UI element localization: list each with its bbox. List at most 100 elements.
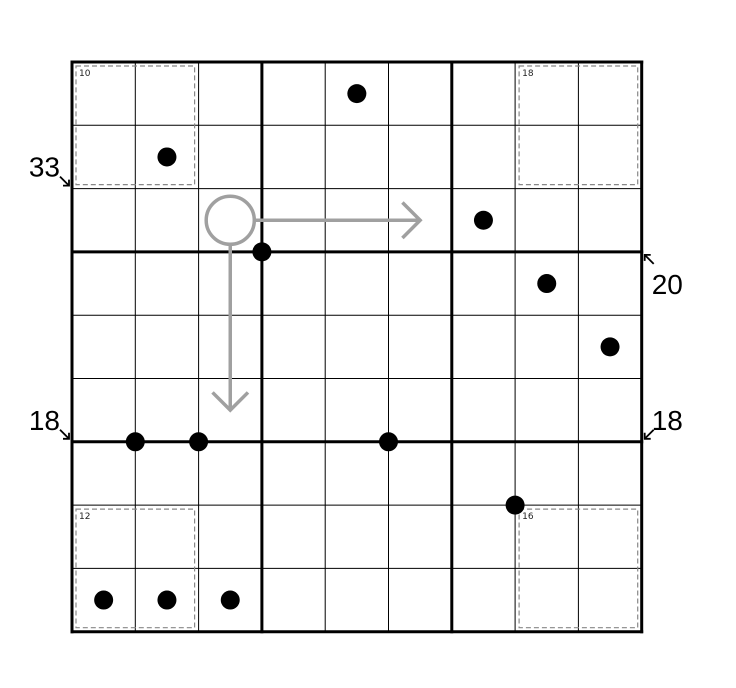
cell-r9c9[interactable] — [578, 568, 642, 632]
cell-r3c8[interactable] — [515, 188, 579, 252]
cell-r8c9[interactable] — [578, 505, 642, 569]
cell-r9c6[interactable] — [388, 568, 452, 632]
cell-r1c2[interactable] — [135, 62, 199, 126]
arrow-head-icon — [401, 201, 423, 240]
cell-r8c7[interactable] — [451, 505, 516, 569]
cell-r5c4[interactable] — [261, 315, 326, 379]
cell-r8c3[interactable] — [198, 505, 262, 569]
cell-r8c5[interactable] — [325, 505, 389, 569]
cell-r5c8[interactable] — [515, 315, 579, 379]
cell-r2c6[interactable] — [388, 125, 452, 189]
cell-r9c5[interactable] — [325, 568, 389, 632]
cell-r3c1[interactable] — [72, 188, 136, 252]
cell-r3c3[interactable] — [198, 188, 262, 252]
cell-r1c1[interactable] — [72, 62, 136, 126]
cell-r4c1[interactable] — [72, 251, 136, 316]
cell-r7c4[interactable] — [261, 441, 326, 506]
clue-arrowhead-icon — [63, 179, 70, 187]
cell-r6c4[interactable] — [261, 378, 326, 442]
cell-r8c8[interactable] — [515, 505, 579, 569]
cell-r2c3[interactable] — [198, 125, 262, 189]
cell-r6c7[interactable] — [451, 378, 516, 442]
cell-r7c1[interactable] — [72, 441, 136, 506]
cell-r4c5[interactable] — [325, 251, 389, 316]
cell-r2c4[interactable] — [261, 125, 326, 189]
cell-r1c8[interactable] — [515, 62, 579, 126]
cell-r1c7[interactable] — [451, 62, 516, 126]
cell-r6c1[interactable] — [72, 378, 136, 442]
outside-clue-label: 33 — [29, 152, 60, 183]
cell-r2c9[interactable] — [578, 125, 642, 189]
cell-r4c6[interactable] — [388, 251, 452, 316]
cell-r7c7[interactable] — [451, 441, 516, 506]
black-dot — [537, 274, 557, 294]
outside-clue-label: 18 — [652, 405, 683, 436]
cell-r8c6[interactable] — [388, 505, 452, 569]
cell-r5c1[interactable] — [72, 315, 136, 379]
cell-r9c4[interactable] — [261, 568, 326, 632]
black-dot — [189, 432, 209, 452]
clue-arrow-icon — [644, 429, 655, 440]
clue-arrow-icon — [644, 254, 655, 265]
killer-cage — [518, 508, 639, 629]
cell-r7c2[interactable] — [135, 441, 199, 506]
clue-arrowhead-icon — [643, 432, 651, 440]
black-dot — [157, 590, 177, 610]
cell-r4c7[interactable] — [451, 251, 516, 316]
cell-r6c9[interactable] — [578, 378, 642, 442]
cell-r4c2[interactable] — [135, 251, 199, 316]
cell-r8c4[interactable] — [261, 505, 326, 569]
cell-r2c1[interactable] — [72, 125, 136, 189]
cell-r3c9[interactable] — [578, 188, 642, 252]
cell-r7c3[interactable] — [198, 441, 262, 506]
cell-r1c4[interactable] — [261, 62, 326, 126]
black-dot — [220, 590, 240, 610]
black-dot — [157, 147, 177, 167]
cell-r7c8[interactable] — [515, 441, 579, 506]
thin-grid-lines — [72, 62, 642, 632]
cage-sum-label: 16 — [522, 512, 534, 522]
cell-r6c8[interactable] — [515, 378, 579, 442]
black-dot — [473, 210, 493, 230]
arrow-head-icon — [211, 391, 250, 413]
cell-r6c2[interactable] — [135, 378, 199, 442]
killer-cage — [518, 65, 639, 186]
cell-r4c4[interactable] — [261, 251, 326, 316]
kropki-dots — [94, 84, 620, 610]
cell-r7c9[interactable] — [578, 441, 642, 506]
cell-r4c9[interactable] — [578, 251, 642, 316]
cell-r9c7[interactable] — [451, 568, 516, 632]
cell-r5c2[interactable] — [135, 315, 199, 379]
cell-r2c5[interactable] — [325, 125, 389, 189]
black-dot — [505, 495, 525, 515]
cell-r1c3[interactable] — [198, 62, 262, 126]
clue-arrowhead-icon — [643, 254, 651, 261]
cage-sum-label: 12 — [79, 512, 90, 522]
cell-r8c1[interactable] — [72, 505, 136, 569]
cell-r9c8[interactable] — [515, 568, 579, 632]
grid-cells — [72, 62, 642, 632]
cell-r6c5[interactable] — [325, 378, 389, 442]
killer-cage — [75, 65, 196, 186]
cell-r8c2[interactable] — [135, 505, 199, 569]
cell-r2c7[interactable] — [451, 125, 516, 189]
cell-r7c5[interactable] — [325, 441, 389, 506]
black-dot — [125, 432, 145, 452]
cell-r1c6[interactable] — [388, 62, 452, 126]
cell-r6c6[interactable] — [388, 378, 452, 442]
cage-sum-label: 10 — [79, 69, 91, 79]
killer-cage — [75, 508, 196, 629]
outside-clue-label: 20 — [652, 269, 683, 300]
cell-r3c2[interactable] — [135, 188, 199, 252]
cell-r2c8[interactable] — [515, 125, 579, 189]
black-dot — [252, 242, 272, 262]
cell-r5c6[interactable] — [388, 315, 452, 379]
cell-r7c6[interactable] — [388, 441, 452, 506]
cell-r5c7[interactable] — [451, 315, 516, 379]
clue-arrow-icon — [59, 175, 70, 187]
cell-r1c9[interactable] — [578, 62, 642, 126]
cell-r5c5[interactable] — [325, 315, 389, 379]
black-dot — [94, 590, 114, 610]
